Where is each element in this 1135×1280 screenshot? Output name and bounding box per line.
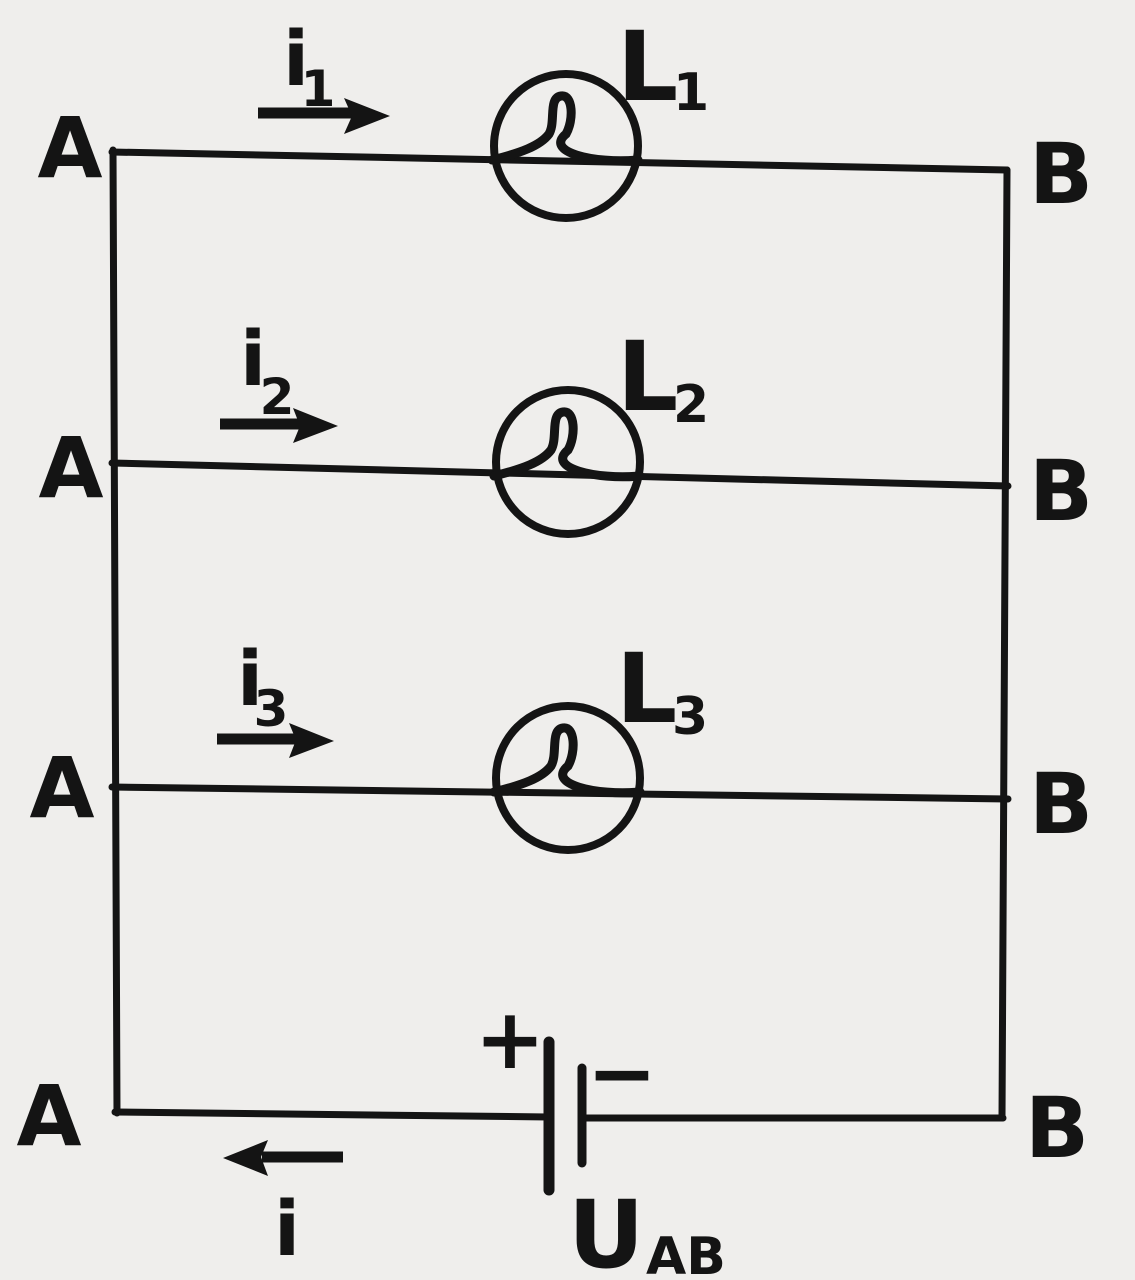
- current-i3-subscript: 3: [254, 680, 289, 738]
- lamp-l1-subscript: 1: [673, 63, 709, 123]
- current-i2-subscript: 2: [260, 368, 295, 426]
- total-current-arrow: [223, 1140, 343, 1176]
- node-b-label-branch1: B: [1029, 125, 1093, 223]
- current-i2-label: i: [240, 314, 266, 403]
- voltage-label: U: [568, 1181, 644, 1280]
- branch1-wire: [108, 148, 1011, 174]
- lamp-l2-label: L: [617, 321, 678, 433]
- current-i2-arrow: [220, 408, 338, 443]
- current-i1-arrow: [258, 98, 390, 134]
- node-b-label-branch3: B: [1029, 755, 1093, 853]
- total-current-label: i: [274, 1184, 300, 1273]
- current-i1-arrow-head: [344, 98, 390, 134]
- node-b-label-bottom: B: [1025, 1079, 1089, 1177]
- lamp-l3-label: L: [616, 633, 677, 745]
- lamp-l2-subscript: 2: [673, 375, 709, 435]
- total-current-arrow-head: [223, 1140, 268, 1176]
- bottom-wire-left: [111, 1108, 553, 1121]
- current-i1-subscript: 1: [301, 60, 336, 118]
- current-i3-arrow-head: [289, 723, 334, 758]
- voltage-subscript: AB: [646, 1227, 726, 1280]
- battery-icon: [543, 1036, 587, 1196]
- lamp-l1-label: L: [617, 11, 678, 123]
- node-a-label-bottom: A: [16, 1067, 81, 1165]
- node-a-label-branch1: A: [37, 99, 102, 197]
- node-b-label-branch2: B: [1029, 442, 1093, 540]
- branch2-wire: [108, 459, 1012, 490]
- minus-sign: −: [587, 1024, 657, 1122]
- current-i3-label: i: [237, 634, 263, 723]
- lamp-l3-subscript: 3: [672, 687, 708, 747]
- plus-sign: +: [475, 990, 545, 1088]
- current-i2-arrow-head: [293, 408, 338, 443]
- current-i3-arrow: [217, 723, 334, 758]
- node-a-bus-wire: [109, 146, 121, 1117]
- current-i1-label: i: [283, 14, 309, 103]
- node-a-label-branch2: A: [38, 419, 103, 517]
- node-a-label-branch3: A: [29, 739, 94, 837]
- node-b-bus-wire: [998, 166, 1011, 1122]
- branch3-wire: [108, 783, 1012, 803]
